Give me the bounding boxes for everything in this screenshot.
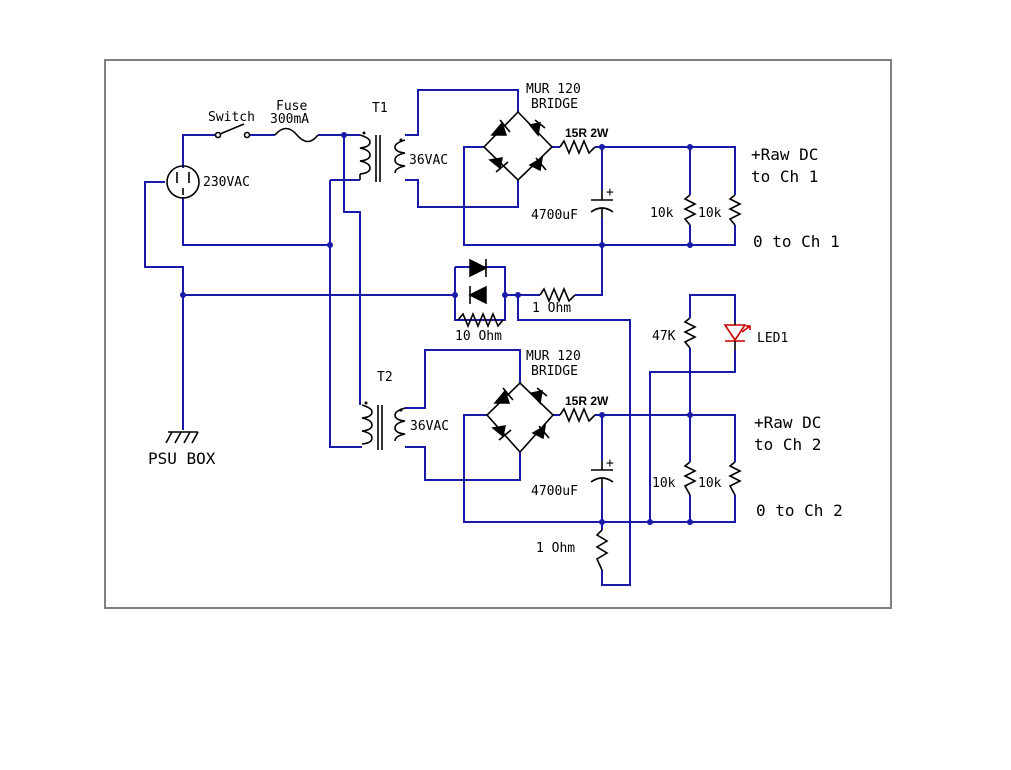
switch-icon <box>214 123 251 139</box>
resistor-1ohm-2-icon <box>595 529 609 571</box>
capacitor-2-icon <box>590 460 614 488</box>
t1-secondary-label: 36VAC <box>409 153 448 168</box>
ch2-zero-label: 0 to Ch 2 <box>756 501 843 520</box>
wire-ch1-zero-to-1ohm <box>575 245 603 296</box>
ten-ohm-label: 10 Ohm <box>455 329 502 344</box>
resistor-10k-1a-label: 10k <box>650 206 674 221</box>
ch2-raw-dc-label: +Raw DC <box>754 413 821 432</box>
resistor-47k-label: 47K <box>652 329 676 344</box>
junction-dot <box>687 144 693 150</box>
resistor-1ohm-1-icon <box>539 286 576 304</box>
resistor-10ohm-icon <box>457 311 504 329</box>
resistor-10k-2a-label: 10k <box>652 476 676 491</box>
loop-breaker-diodes-icon <box>468 258 488 305</box>
junction-dot <box>599 412 605 418</box>
ch1-raw-dc-target-label: to Ch 1 <box>751 167 818 186</box>
ch1-zero-label: 0 to Ch 1 <box>753 232 840 251</box>
one-ohm-1-label: 1 Ohm <box>532 301 571 316</box>
junction-dot <box>327 242 333 248</box>
ch2-raw-dc-target-label: to Ch 2 <box>754 435 821 454</box>
wire-neutral <box>182 197 330 246</box>
ground-label: PSU BOX <box>148 449 216 468</box>
wire-earth <box>144 181 184 430</box>
cap2-plus-label: + <box>606 456 614 471</box>
ch1-raw-dc-label: +Raw DC <box>751 145 818 164</box>
junction-dot <box>515 292 521 298</box>
resistor-10k-1b-icon <box>728 194 742 226</box>
resistor-10k-1a-icon <box>683 194 697 226</box>
transformer-t1-icon <box>359 131 406 182</box>
bridge-rectifier-2-icon <box>485 381 555 454</box>
switch-label: Switch <box>208 110 255 125</box>
wire-loop-breaker-to-ch2-1ohm <box>517 295 631 586</box>
bridge2-label: BRIDGE <box>531 364 578 379</box>
resistor-10k-1b-label: 10k <box>698 206 722 221</box>
junction-dot <box>687 412 693 418</box>
wire-live-to-t2 <box>343 135 361 405</box>
transformer-t2-icon <box>361 401 406 450</box>
junction-dots <box>180 132 693 525</box>
wire-neutral-to-t2 <box>329 180 362 448</box>
ground-icon <box>165 431 199 444</box>
junction-dot <box>599 242 605 248</box>
junction-dot <box>341 132 347 138</box>
wire-led-to-ch2-zero <box>649 350 736 522</box>
wire-live-to-switch <box>182 134 215 168</box>
bridge1-type-label: MUR 120 <box>526 82 581 97</box>
bridge-rectifier-1-icon <box>482 110 554 182</box>
led-icon <box>723 322 751 350</box>
capacitor-1-icon <box>590 190 614 218</box>
wire-loop-breaker-box <box>454 266 506 321</box>
wire-t1-sec-top <box>405 89 519 136</box>
junction-dot <box>599 144 605 150</box>
t2-secondary-label: 36VAC <box>410 419 449 434</box>
wire-t2-sec-top <box>405 349 521 409</box>
t2-label: T2 <box>377 370 393 385</box>
cap1-plus-label: + <box>606 185 614 200</box>
mains-voltage-label: 230VAC <box>203 175 250 190</box>
resistor-15r-1-icon <box>559 138 596 156</box>
wire-ch1-plus-rail <box>595 146 736 195</box>
schematic-frame <box>104 59 892 609</box>
resistor-15r-2-icon <box>559 406 596 424</box>
mains-socket-icon <box>166 165 200 199</box>
wire-ch2-plus-rail <box>595 414 736 462</box>
cap2-value-label: 4700uF <box>531 484 578 499</box>
junction-dot <box>647 519 653 525</box>
resistor-47k-icon <box>683 317 697 349</box>
wire-47k-top-to-led <box>689 294 736 322</box>
wire-ch1-zero-rail <box>463 146 736 246</box>
bridge2-type-label: MUR 120 <box>526 349 581 364</box>
resistor-15r-1-label: 15R 2W <box>565 126 609 140</box>
fuse-value-label: 300mA <box>270 112 309 127</box>
wire-ch2-zero-rail <box>463 414 736 523</box>
junction-dot <box>687 519 693 525</box>
cap1-value-label: 4700uF <box>531 208 578 223</box>
resistor-10k-2b-label: 10k <box>698 476 722 491</box>
resistor-10k-2a-icon <box>683 461 697 496</box>
labels: Switch Fuse 300mA 230VAC T1 T2 36VAC 36V… <box>148 82 843 556</box>
junction-dot <box>180 292 186 298</box>
one-ohm-2-label: 1 Ohm <box>536 541 575 556</box>
junction-dot <box>599 519 605 525</box>
bridge1-label: BRIDGE <box>531 97 578 112</box>
led-label: LED1 <box>757 331 788 346</box>
junction-dot <box>687 242 693 248</box>
t1-label: T1 <box>372 101 388 116</box>
fuse-icon <box>274 127 319 143</box>
fuse-name-label: Fuse <box>276 99 307 114</box>
resistor-10k-2b-icon <box>728 461 742 496</box>
wires <box>144 89 736 586</box>
junction-dot <box>502 292 508 298</box>
junction-dot <box>452 292 458 298</box>
wire-t1-sec-bottom <box>405 179 519 208</box>
wire-t2-sec-bottom <box>405 446 521 481</box>
resistor-15r-2-label: 15R 2W <box>565 394 609 408</box>
